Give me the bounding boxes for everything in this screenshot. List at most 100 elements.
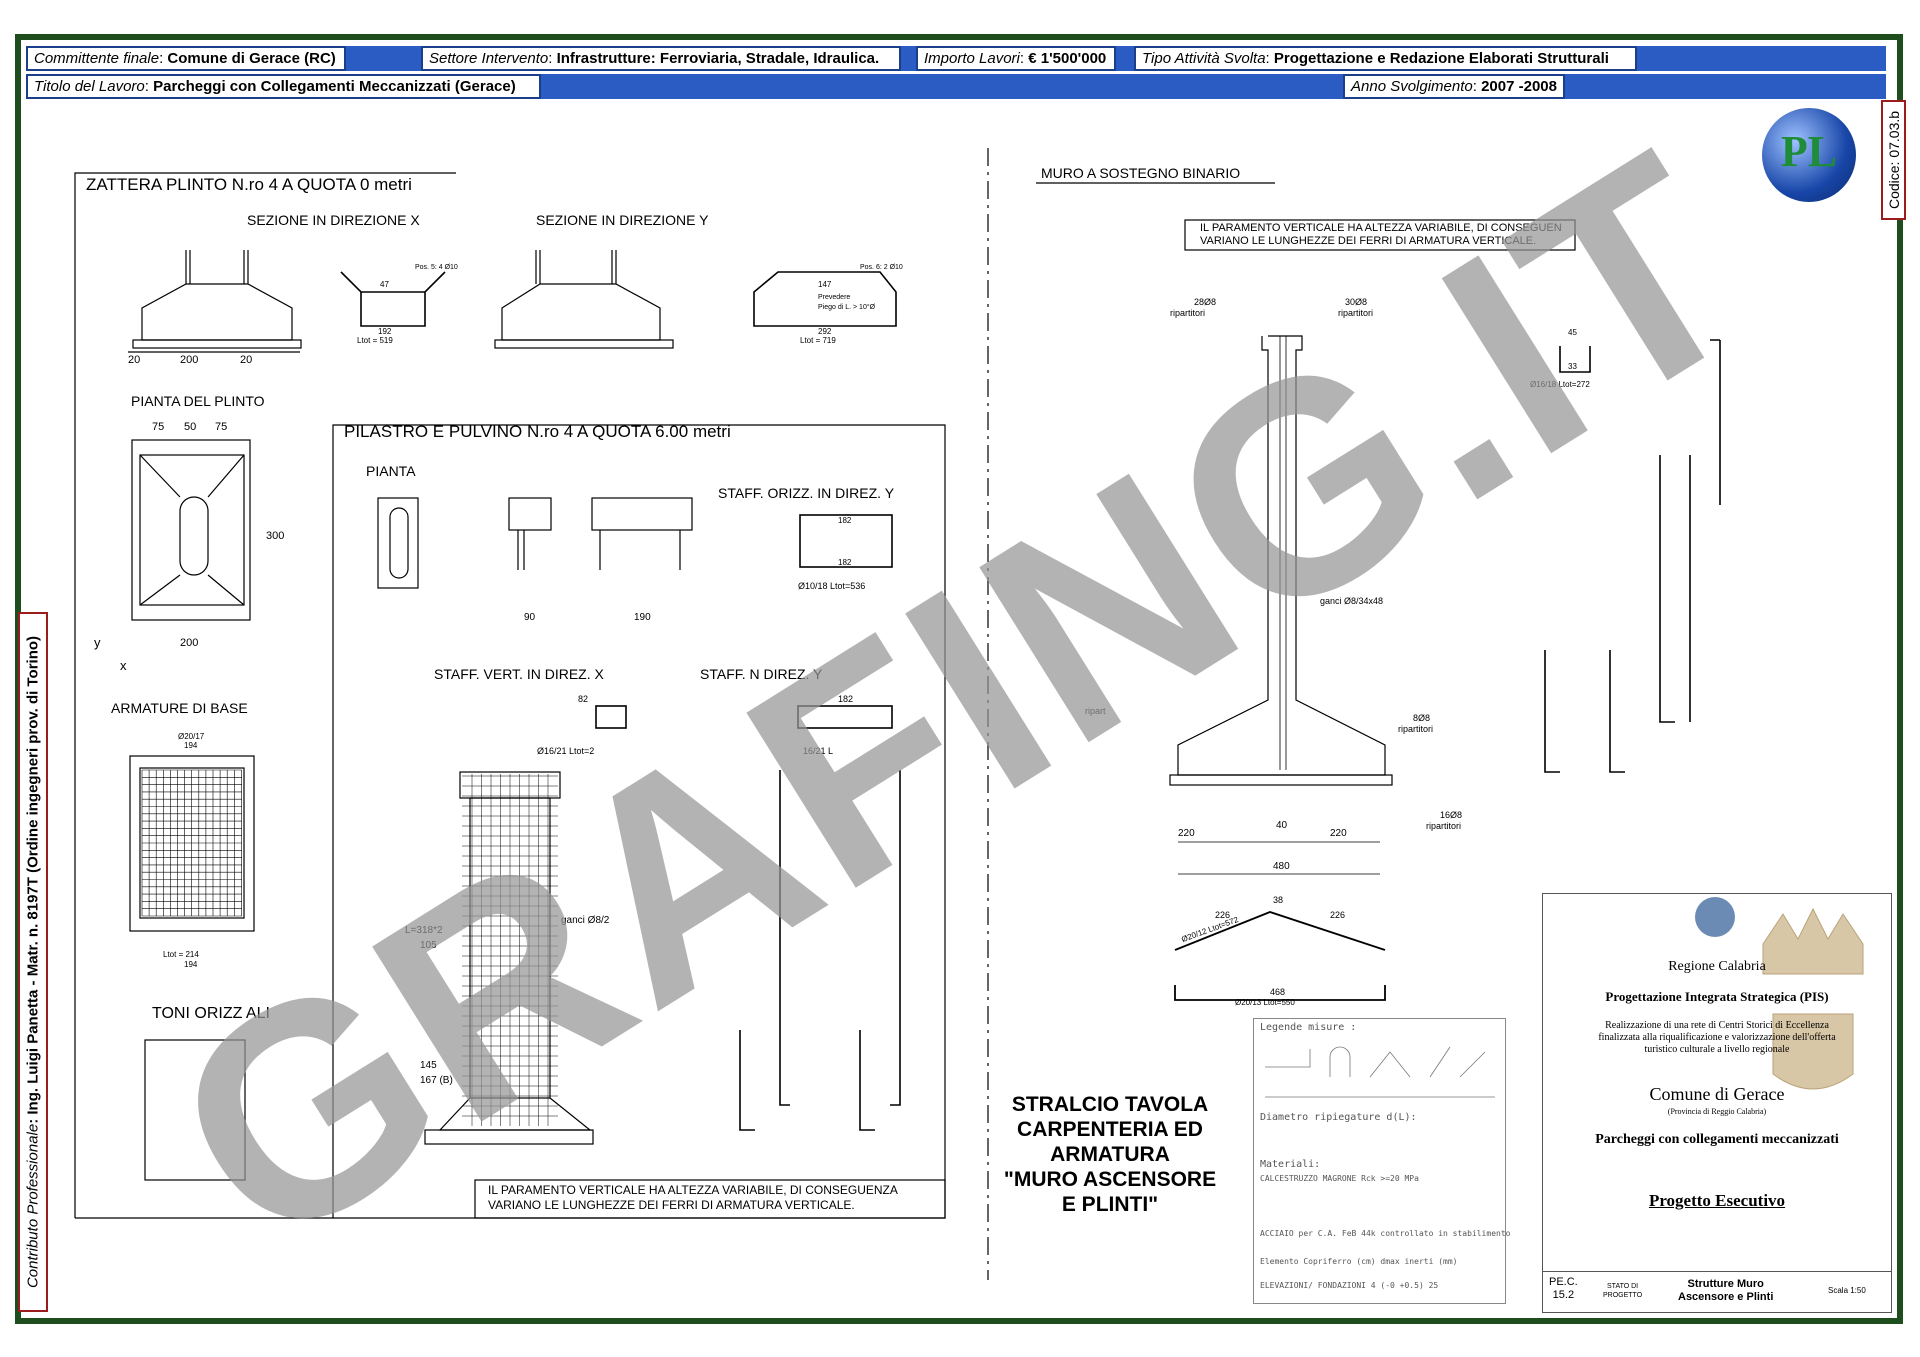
- legend-elevazioni: ELEVAZIONI/ FONDAZIONI 4 (-0 +0.5) 25: [1260, 1281, 1439, 1290]
- anno-label: Anno Svolgimento: [1351, 78, 1473, 95]
- wall-elevation: [1169, 335, 1393, 786]
- tb-provincia: (Provincia di Reggio Calabria): [1667, 1107, 1767, 1116]
- staff-vert-y-label: STAFF. N DIREZ. Y: [700, 666, 823, 682]
- rip28-label: 28Ø8: [1194, 297, 1217, 307]
- vertical-bars: [739, 770, 901, 1131]
- grafing-globe-logo: PL: [1762, 108, 1856, 202]
- professional-contribution-label: Contributo Professionale: Ing. Luigi Pan…: [18, 612, 48, 1312]
- dim-182b: 182: [838, 558, 852, 567]
- dim-200: 200: [180, 354, 199, 366]
- note-mid: IL PARAMENTO VERTICALE HA ALTEZZA VARIAB…: [488, 1183, 898, 1212]
- dim-75: 75: [152, 421, 165, 433]
- header-titolo: Titolo del Lavoro: Parcheggi con Collega…: [26, 74, 541, 99]
- legend-box: Legende misure : Diametro ripiegature d(…: [1253, 1018, 1510, 1304]
- dim-90: 90: [524, 612, 536, 623]
- committente-label: Committente finale: [34, 50, 160, 67]
- armature-base-label: ARMATURE DI BASE: [111, 700, 248, 716]
- ltot719-label: Ltot = 719: [800, 336, 836, 345]
- ltot519-label: Ltot = 519: [357, 336, 393, 345]
- ripart-left-label: ripart: [1085, 706, 1106, 716]
- legend-title: Legende misure :: [1260, 1022, 1357, 1033]
- column-plan: [377, 497, 893, 729]
- note-box-mid: [474, 1179, 946, 1219]
- legend-diametro: Diametro ripiegature d(L):: [1260, 1112, 1417, 1123]
- rebar-grid: [141, 769, 242, 917]
- axis-x-label: x: [120, 658, 127, 673]
- dim-292: 292: [818, 327, 832, 336]
- dim-226-right: 226: [1330, 910, 1346, 920]
- importo-value: € 1'500'000: [1028, 50, 1107, 67]
- axis-y-label: y: [94, 635, 101, 650]
- ripartitori-label-3: ripartitori: [1398, 724, 1434, 734]
- phi1621-label: Ø16/21 Ltot=2: [537, 746, 595, 756]
- dim-20b: 20: [240, 354, 253, 366]
- ltot214-label: Ltot = 214: [163, 950, 199, 959]
- horizontal-bar-shape: [144, 1039, 246, 1181]
- dim-182c: 182: [838, 694, 854, 704]
- settore-label: Settore Intervento: [429, 50, 549, 67]
- phi2012-572-label: Ø20/12 Ltot=572: [1180, 915, 1240, 944]
- ripartitori-label-1: ripartitori: [1170, 308, 1206, 318]
- dim-33: 33: [1568, 362, 1577, 371]
- dim-220-left: 220: [1178, 828, 1195, 839]
- pianta-plinto-label: PIANTA DEL PLINTO: [131, 393, 265, 409]
- staff-orizz-label: STAFF. ORIZZ. IN DIREZ. Y: [718, 485, 895, 501]
- dim-480: 480: [1273, 861, 1290, 872]
- dim-105: 105: [420, 940, 437, 951]
- dim-147: 147: [818, 280, 832, 289]
- header-committente: Committente finale: Comune di Gerace (RC…: [26, 46, 346, 71]
- dim-220-right: 220: [1330, 828, 1347, 839]
- tipo-value: Progettazione e Redazione Elaborati Stru…: [1273, 50, 1609, 67]
- tb-progetto: Progetto Esecutivo: [1648, 1191, 1786, 1210]
- titolo-label: Titolo del Lavoro: [34, 78, 145, 95]
- header-tipo: Tipo Attività Svolta: Progettazione e Re…: [1134, 46, 1637, 71]
- staff-vert-x-label: STAFF. VERT. IN DIREZ. X: [434, 666, 604, 682]
- piego-label: Piego di L. > 10°Ø: [818, 304, 876, 311]
- section-x: [128, 250, 446, 353]
- ripartitori-label-2: ripartitori: [1338, 308, 1374, 318]
- dim-226-left: 226: [1215, 910, 1231, 920]
- importo-label: Importo Lavori: [924, 50, 1020, 67]
- tb-stato: STATO DI PROGETTO: [1603, 1283, 1643, 1299]
- muro-ganci-label: ganci Ø8/34x48: [1320, 596, 1384, 606]
- legend-elemento: Elemento Copriferro (cm) dmax inerti (mm…: [1260, 1257, 1458, 1266]
- gerace-crest: [1762, 907, 1864, 1090]
- prevedere-label: Prevedere: [818, 294, 851, 301]
- phi1018-label: Ø10/18 Ltot=536: [798, 581, 866, 591]
- dim-167: 167 (B): [420, 1075, 453, 1086]
- code-label: Codice: 07.03.b: [1881, 100, 1906, 220]
- dim-300: 300: [266, 530, 285, 542]
- rip30-label: 30Ø8: [1345, 297, 1368, 307]
- dim-75b: 75: [215, 421, 228, 433]
- dim-145: 145: [420, 1060, 437, 1071]
- header-anno: Anno Svolgimento: 2007 -2008: [1343, 74, 1565, 99]
- ganci-label: ganci Ø8/2: [561, 915, 610, 926]
- tb-bottom-row: PE.C. 15.2 STATO DI PROGETTO Strutture M…: [1543, 1271, 1891, 1314]
- header-importo: Importo Lavori: € 1'500'000: [916, 46, 1116, 71]
- ripartitori-label-4: ripartitori: [1426, 821, 1462, 831]
- dim-20: 20: [128, 354, 141, 366]
- phi1621b-label: 16/21 L: [803, 746, 834, 756]
- dim-192: 192: [378, 327, 392, 336]
- note-right: IL PARAMENTO VERTICALE HA ALTEZZA VARIAB…: [1200, 222, 1562, 247]
- anno-value: 2007 -2008: [1481, 78, 1557, 95]
- column-rebar-grid: [462, 774, 558, 1126]
- pilastro-title: PILASTRO E PULVINO N.ro 4 A QUOTA 6.00 m…: [344, 422, 731, 441]
- tb-realizzazione: Realizzazione di una rete di Centri Stor…: [1598, 1020, 1836, 1055]
- phi2017-label: Ø20/17: [178, 732, 205, 741]
- note-box-right: [1184, 219, 1576, 251]
- l318-label: L=318*2: [405, 925, 443, 936]
- rip16-label: 16Ø8: [1440, 810, 1463, 820]
- legend-calcestruzzo: CALCESTRUZZO MAGRONE Rck >=20 MPa: [1260, 1174, 1419, 1183]
- ferri-orizz-label: TONI ORIZZ ALI: [152, 1005, 270, 1022]
- rip8-label: 8Ø8: [1413, 713, 1431, 723]
- zattera-title: ZATTERA PLINTO N.ro 4 A QUOTA 0 metri: [86, 175, 412, 194]
- muro-title: MURO A SOSTEGNO BINARIO: [1041, 165, 1241, 181]
- header-settore: Settore Intervento: Infrastrutture: Ferr…: [421, 46, 901, 71]
- plinth-plan: [131, 439, 251, 621]
- dim-40: 40: [1276, 820, 1288, 831]
- base-reinforcement-grid: [129, 755, 255, 932]
- titolo-value: Parcheggi con Collegamenti Meccanizzati …: [153, 78, 516, 95]
